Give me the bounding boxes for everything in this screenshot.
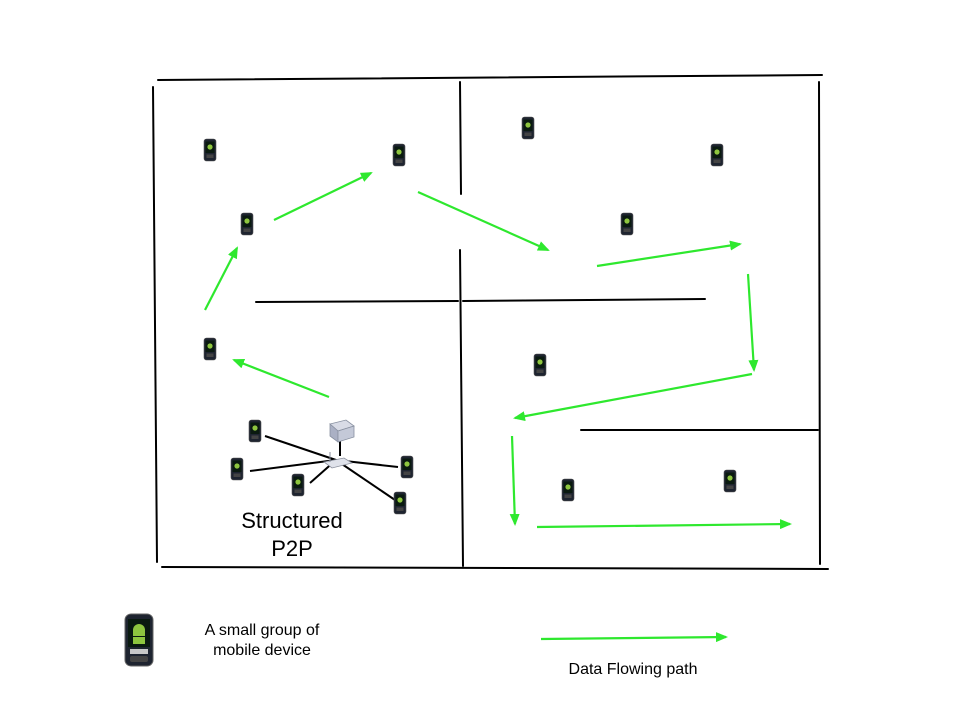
- structured-p2p-label: Structured: [241, 508, 343, 533]
- data-flow-path: [204, 172, 792, 530]
- mobile-phone-icon: [393, 491, 407, 515]
- legend-device-label: A small group of: [204, 622, 320, 639]
- mobile-phone-icon: [240, 212, 254, 236]
- server-icon: [329, 419, 355, 443]
- structured-p2p-label: P2P: [271, 536, 313, 561]
- room-walls: [152, 74, 829, 570]
- mobile-phone-icon: [124, 613, 154, 667]
- legend-device-label: mobile device: [213, 642, 311, 659]
- wireless-router-icon: [323, 452, 354, 469]
- mobile-phone-icon: [203, 138, 217, 162]
- mobile-phone-icon: [561, 478, 575, 502]
- mobile-phone-icon: [620, 212, 634, 236]
- structured-p2p-cluster: [230, 419, 414, 515]
- mobile-phone-icon: [723, 469, 737, 493]
- mobile-phone-icon: [521, 116, 535, 140]
- mobile-phone-icon: [392, 143, 406, 167]
- mobile-phone-icon: [400, 455, 414, 479]
- mobile-phone-icon: [291, 473, 305, 497]
- legend-flow-label: Data Flowing path: [568, 661, 698, 678]
- mobile-phone-icon: [710, 143, 724, 167]
- mobile-phone-icon: [230, 457, 244, 481]
- mobile-phone-icon: [203, 337, 217, 361]
- mobile-phone-icon: [248, 419, 262, 443]
- legend-flow-arrow: [540, 632, 728, 643]
- mobile-phone-icon: [533, 353, 547, 377]
- legend: [124, 613, 728, 667]
